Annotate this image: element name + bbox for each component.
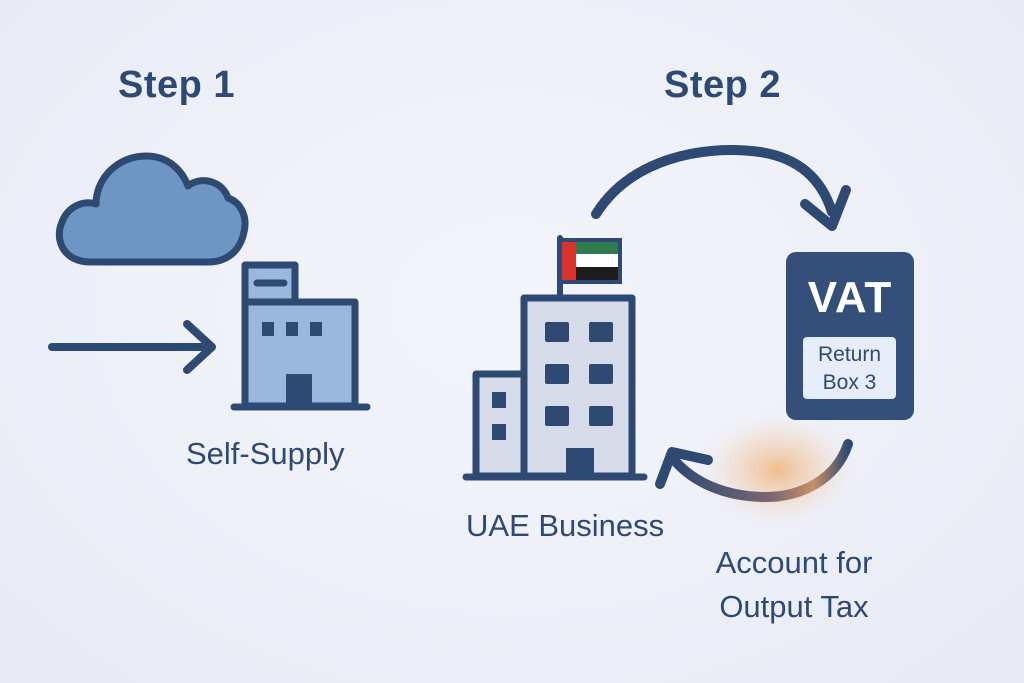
small-building-icon xyxy=(230,261,371,411)
vat-return-line1: Return xyxy=(817,343,882,366)
step1-title: Step 1 xyxy=(118,64,236,106)
self-supply-label: Self-Supply xyxy=(186,436,345,471)
office-building-icon xyxy=(462,294,648,481)
vat-return-line2: Box 3 xyxy=(822,371,877,394)
step2-title: Step 2 xyxy=(664,64,782,106)
account-output-tax-label: Account for Output Tax xyxy=(700,541,888,629)
uae-business-label: UAE Business xyxy=(466,508,665,543)
vat-title: VAT xyxy=(807,273,893,322)
curved-arrow-bottom-icon xyxy=(655,439,853,503)
curved-arrow-top-icon xyxy=(591,145,851,231)
glow-effect xyxy=(693,408,863,532)
account-line1: Account for xyxy=(715,545,873,580)
arrow-right-icon xyxy=(48,320,216,374)
vat-return-box: Return Box 3 xyxy=(803,337,896,399)
cloud-icon xyxy=(55,152,249,266)
uae-flag-icon xyxy=(557,235,622,299)
account-line2: Output Tax xyxy=(719,589,869,624)
